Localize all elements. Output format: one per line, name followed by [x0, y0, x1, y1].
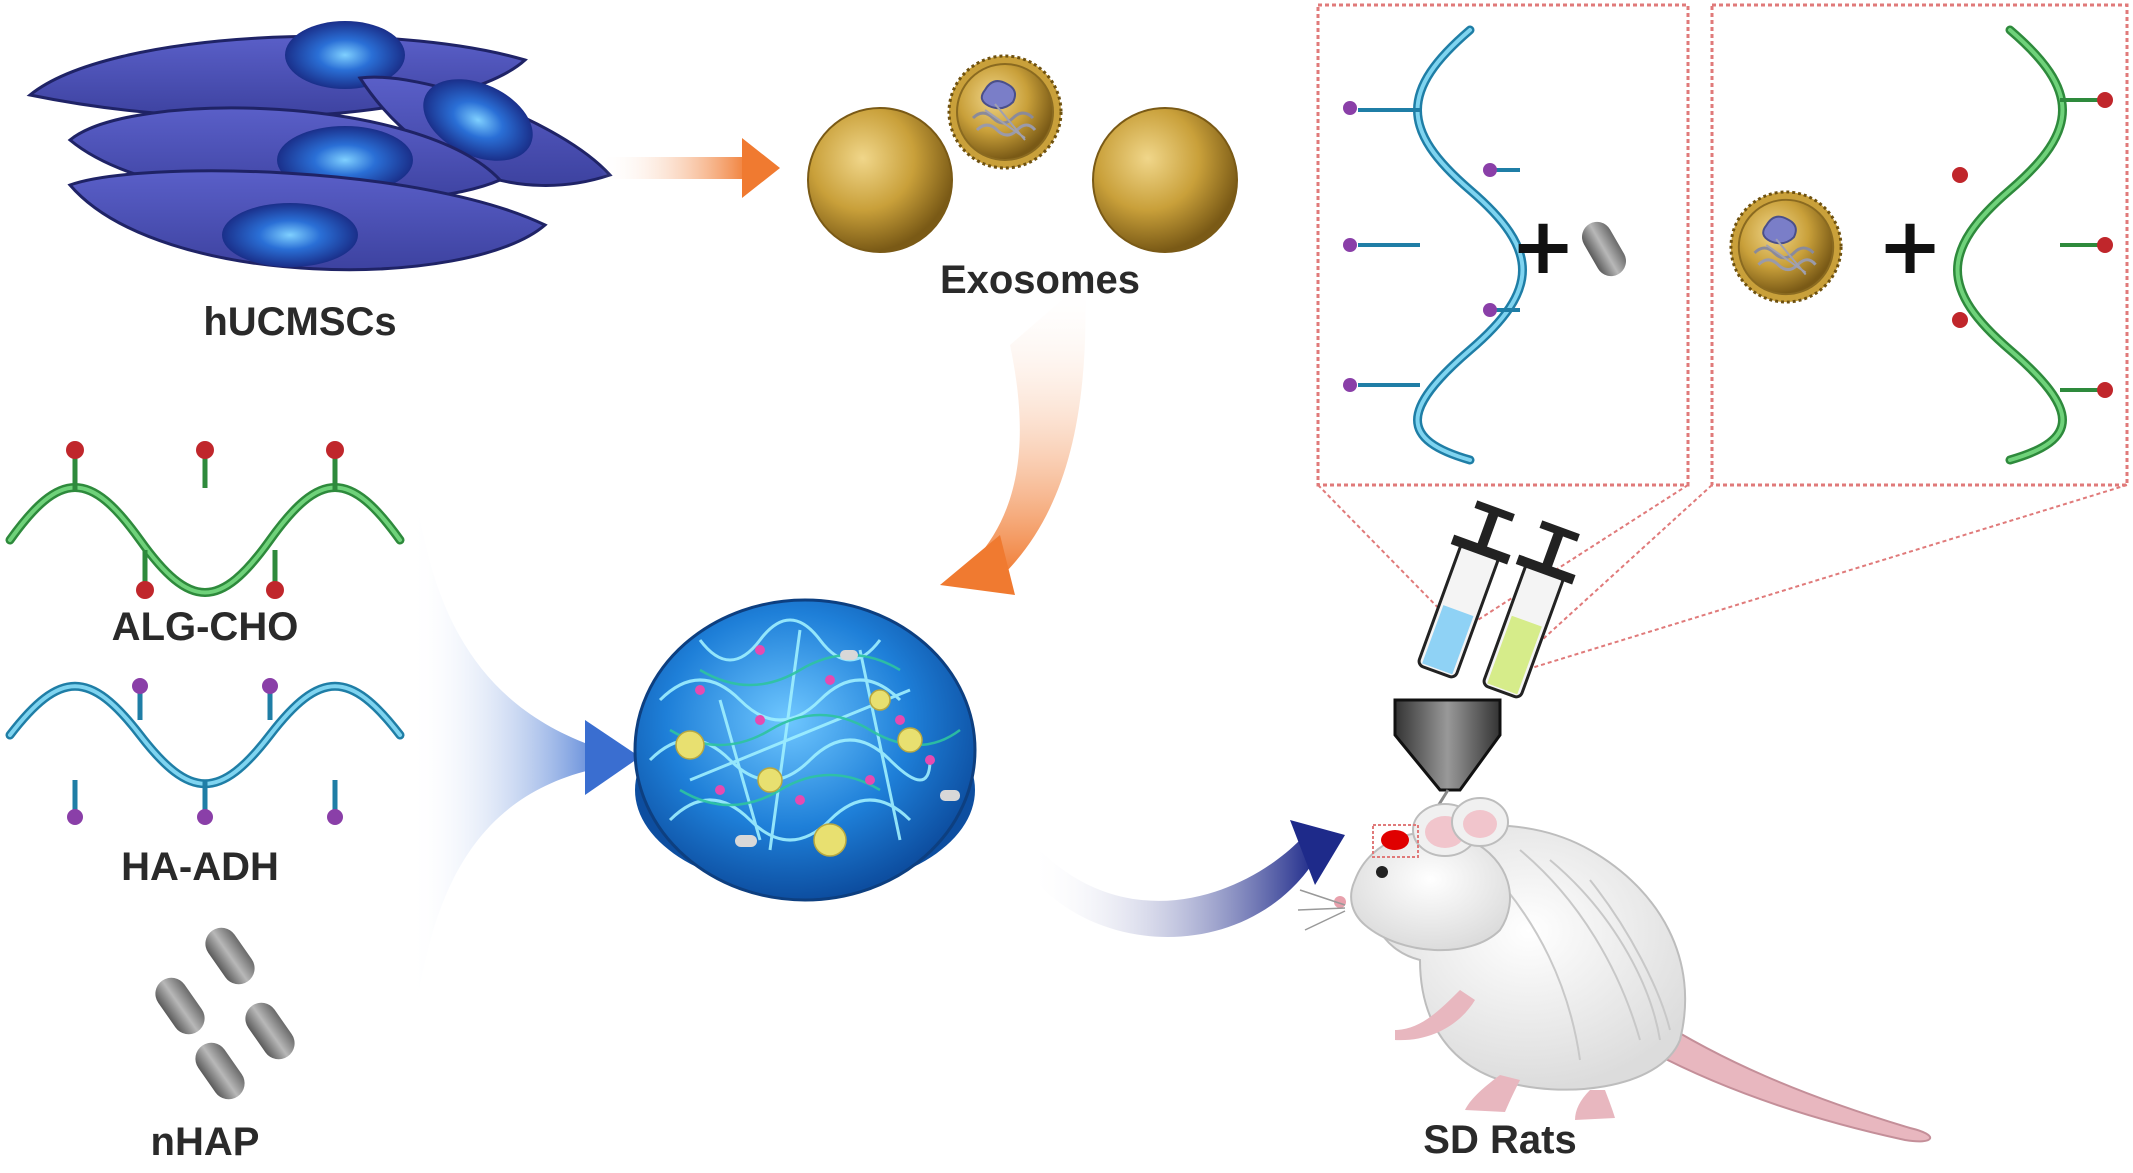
ha-adh-label: HA-ADH	[121, 845, 279, 889]
nanorod-icon	[155, 927, 295, 1100]
cells-label: hUCMSCs	[203, 300, 397, 344]
arrow-icon	[600, 138, 780, 198]
sd-rats-label: SD Rats	[1423, 1118, 1577, 1162]
nhap-label: nHAP	[150, 1120, 260, 1164]
exosomes-label: Exosomes	[939, 258, 1141, 302]
syringe-icon	[1393, 500, 1580, 836]
plus-symbol-right: +	[1877, 202, 1943, 292]
polymer-chain-icon	[5, 441, 405, 599]
alg-cho-label: ALG-CHO	[111, 605, 299, 649]
exosome-icon	[1729, 190, 1843, 304]
plus-symbol-left: +	[1510, 202, 1576, 292]
arrow-icon	[410, 430, 640, 1080]
arrow-icon	[1030, 820, 1345, 937]
hydrogel-disc-icon	[633, 598, 977, 902]
exosome-group-icon	[807, 54, 1238, 253]
polymer-chain-icon	[1952, 25, 2113, 465]
cell-cluster-icon	[26, 21, 613, 272]
polymer-chain-icon	[1343, 25, 1527, 465]
rat-icon	[1297, 797, 1932, 1143]
polymer-chain-icon	[5, 678, 405, 825]
arrow-icon	[940, 280, 1086, 595]
nanorod-icon	[1582, 221, 1626, 277]
